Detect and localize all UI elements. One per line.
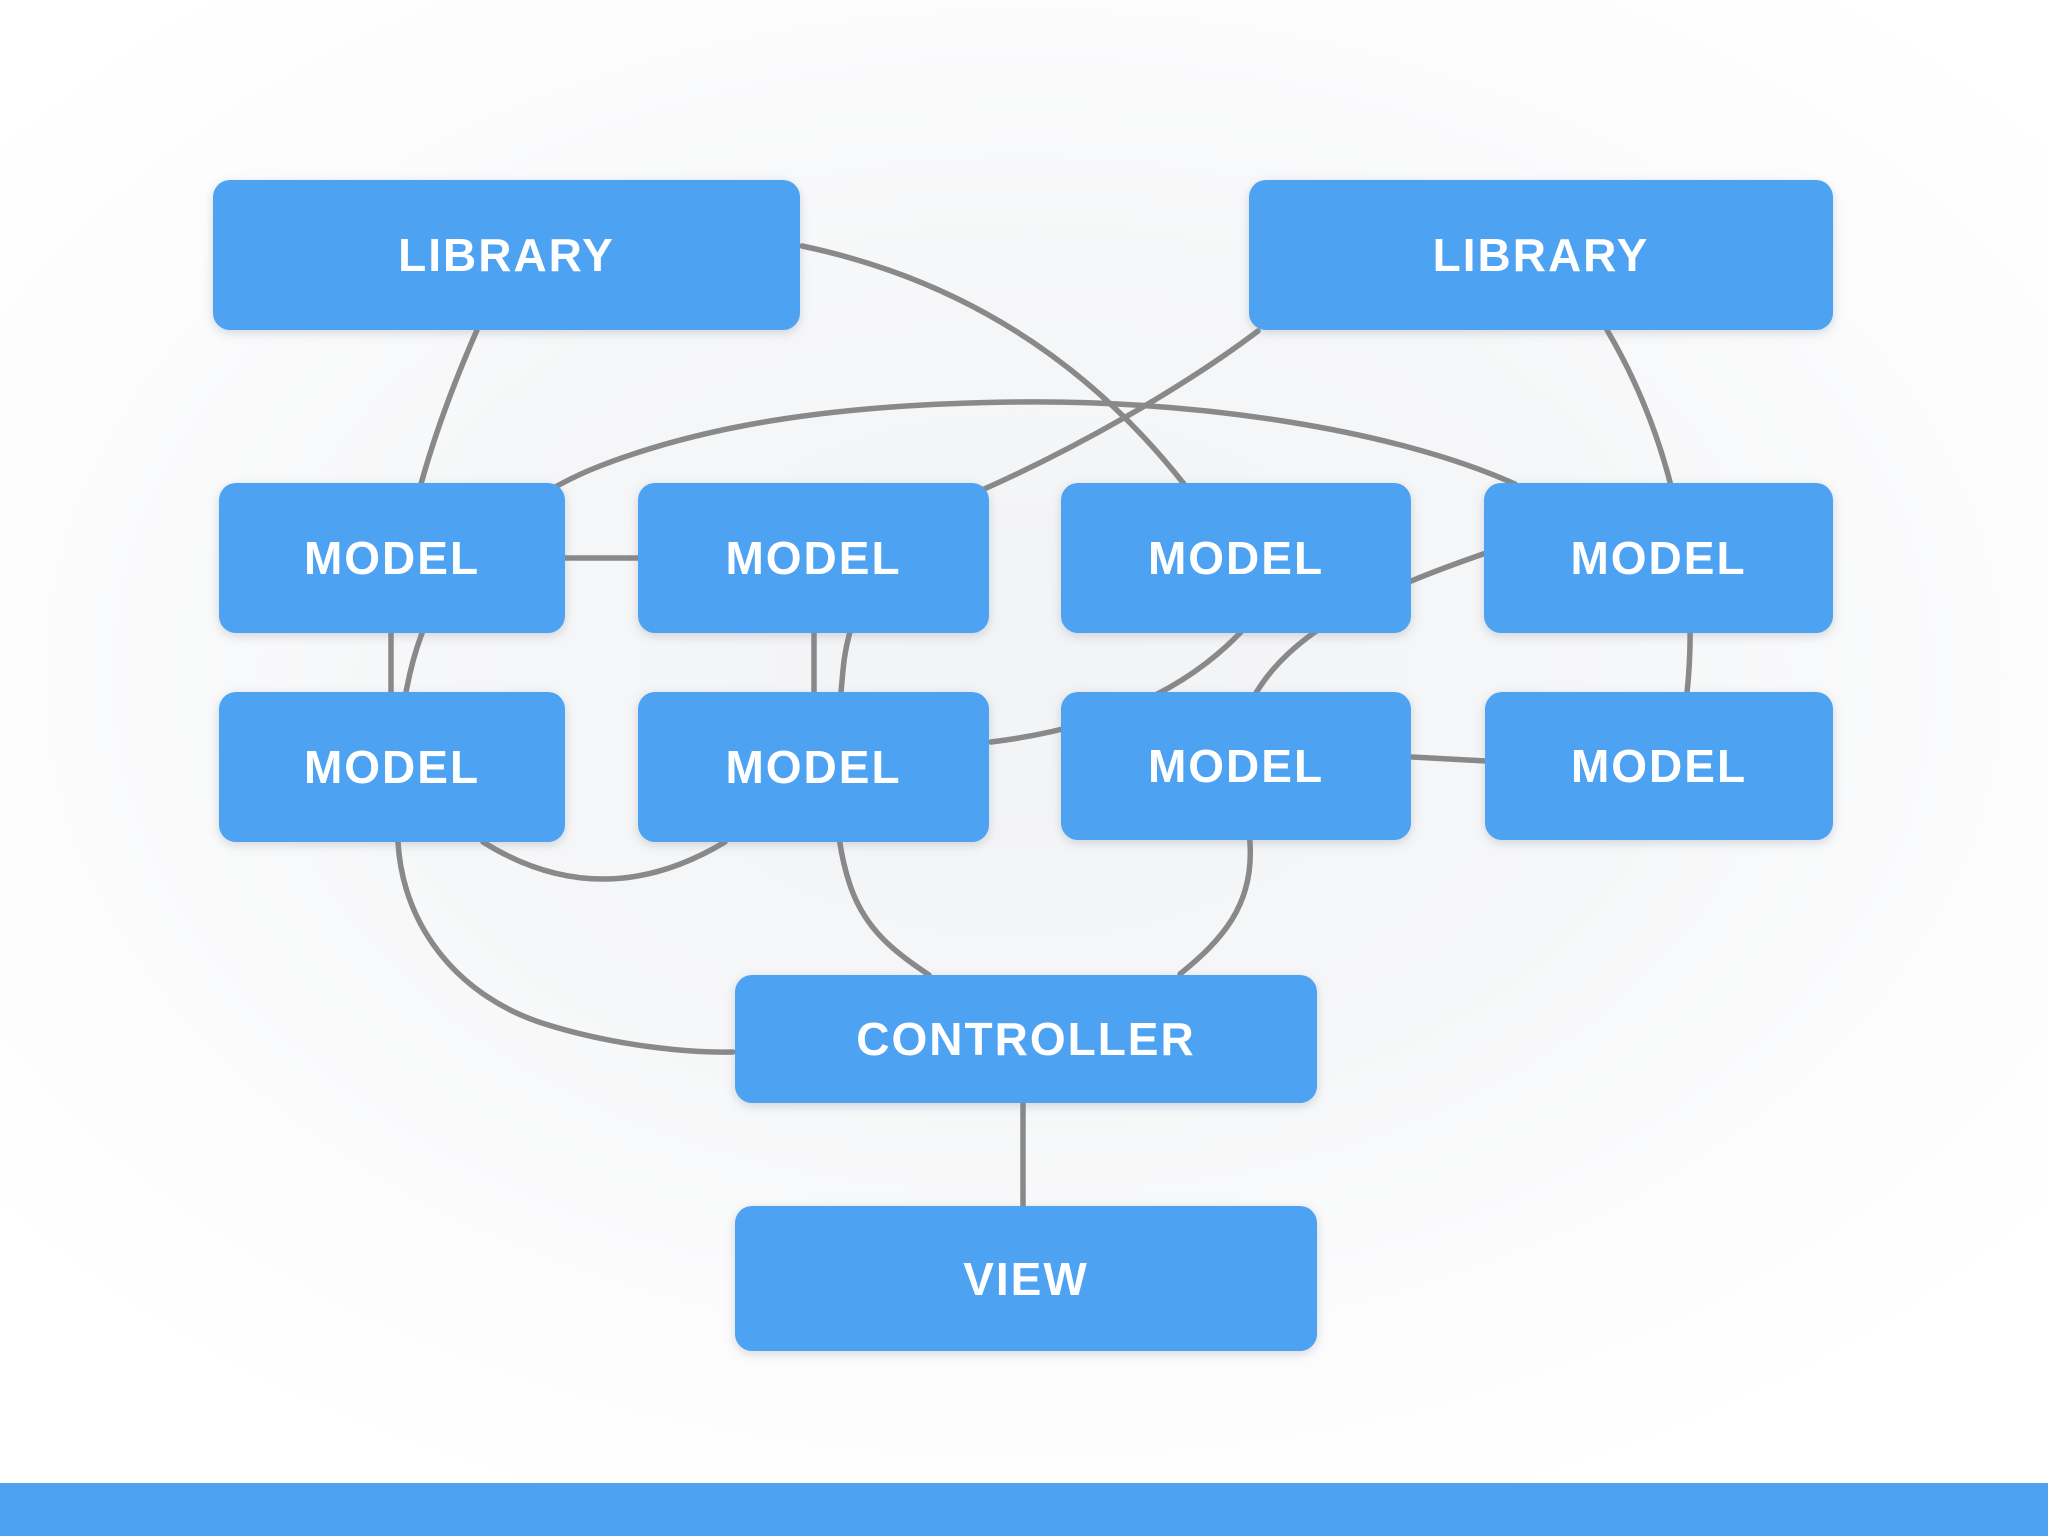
node-model-1: MODEL (219, 483, 565, 633)
node-model-8: MODEL (1485, 692, 1833, 840)
edge-library2-controller (832, 328, 1261, 978)
bottom-accent-bar (0, 1483, 2048, 1536)
node-model-5: MODEL (219, 692, 565, 842)
node-model-6: MODEL (638, 692, 989, 842)
node-view: VIEW (735, 1206, 1317, 1351)
edge-library1-model1 (418, 327, 480, 487)
node-controller: CONTROLLER (735, 975, 1317, 1103)
edge-model7-model8 (1409, 754, 1489, 764)
node-model-2: MODEL (638, 483, 989, 633)
node-library-2: LIBRARY (1249, 180, 1833, 330)
node-library-1: LIBRARY (213, 180, 800, 330)
edge-model5-model6-loop (480, 839, 728, 882)
node-model-3: MODEL (1061, 483, 1411, 633)
node-model-4: MODEL (1484, 483, 1833, 633)
edge-library1-model3 (799, 243, 1187, 487)
node-model-7: MODEL (1061, 692, 1411, 840)
